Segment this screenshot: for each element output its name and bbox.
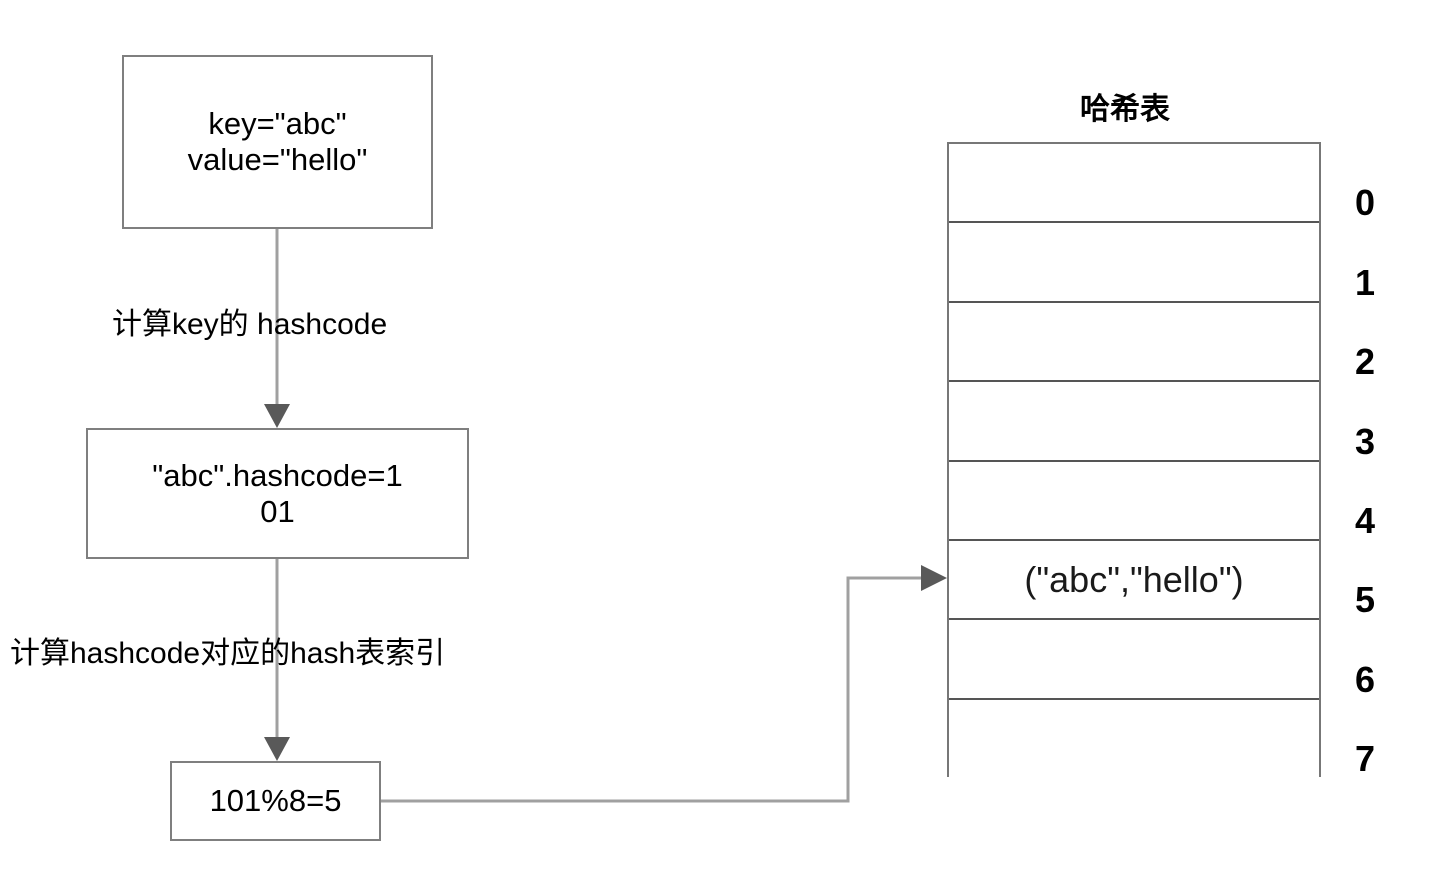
edge-label-compute-hashcode: 计算key的 hashcode <box>112 308 388 341</box>
input-value-text: value="hello" <box>187 142 368 177</box>
arrowhead-input-to-hashcode <box>264 404 290 428</box>
hash-cell <box>949 223 1319 303</box>
hashcode-text-line2: 01 <box>260 493 295 529</box>
hash-cell <box>949 699 1319 780</box>
modulo-result-box: 101%8=5 <box>170 761 381 841</box>
edge-label-compute-index: 计算hashcode对应的hash表索引 <box>10 637 446 670</box>
hash-index-label: 3 <box>1355 420 1376 462</box>
modulo-text: 101%8=5 <box>209 783 342 819</box>
hash-index-label: 6 <box>1355 658 1376 700</box>
hash-index-label: 2 <box>1355 341 1376 383</box>
arrowhead-hashcode-to-modulo <box>264 737 290 761</box>
hash-cell <box>949 382 1319 462</box>
hash-cell <box>949 144 1319 224</box>
hash-cell <box>949 302 1319 383</box>
hash-index-label: 4 <box>1355 499 1376 541</box>
hash-table: ("abc","hello") <box>947 142 1321 780</box>
hash-table-title: 哈希表 <box>1080 93 1170 126</box>
hash-index-column: 0 1 2 3 4 5 6 7 <box>1340 142 1410 777</box>
arrowhead-modulo-to-slot5 <box>921 565 947 591</box>
hash-index-label: 5 <box>1355 579 1376 621</box>
hash-cell-occupied: ("abc","hello") <box>949 540 1319 621</box>
hashcode-result-box: "abc".hashcode=1 01 <box>86 428 469 559</box>
hashcode-text-line1: "abc".hashcode=1 <box>152 457 403 493</box>
hash-cell <box>949 461 1319 541</box>
hash-index-label: 1 <box>1355 261 1376 303</box>
hash-index-label: 7 <box>1355 738 1376 780</box>
input-key-value-box: key="abc" value="hello" <box>122 55 433 229</box>
input-key-text: key="abc" <box>208 106 347 142</box>
connector-modulo-to-slot5 <box>381 576 929 803</box>
hash-index-label: 0 <box>1355 182 1376 224</box>
hash-cell <box>949 620 1319 700</box>
